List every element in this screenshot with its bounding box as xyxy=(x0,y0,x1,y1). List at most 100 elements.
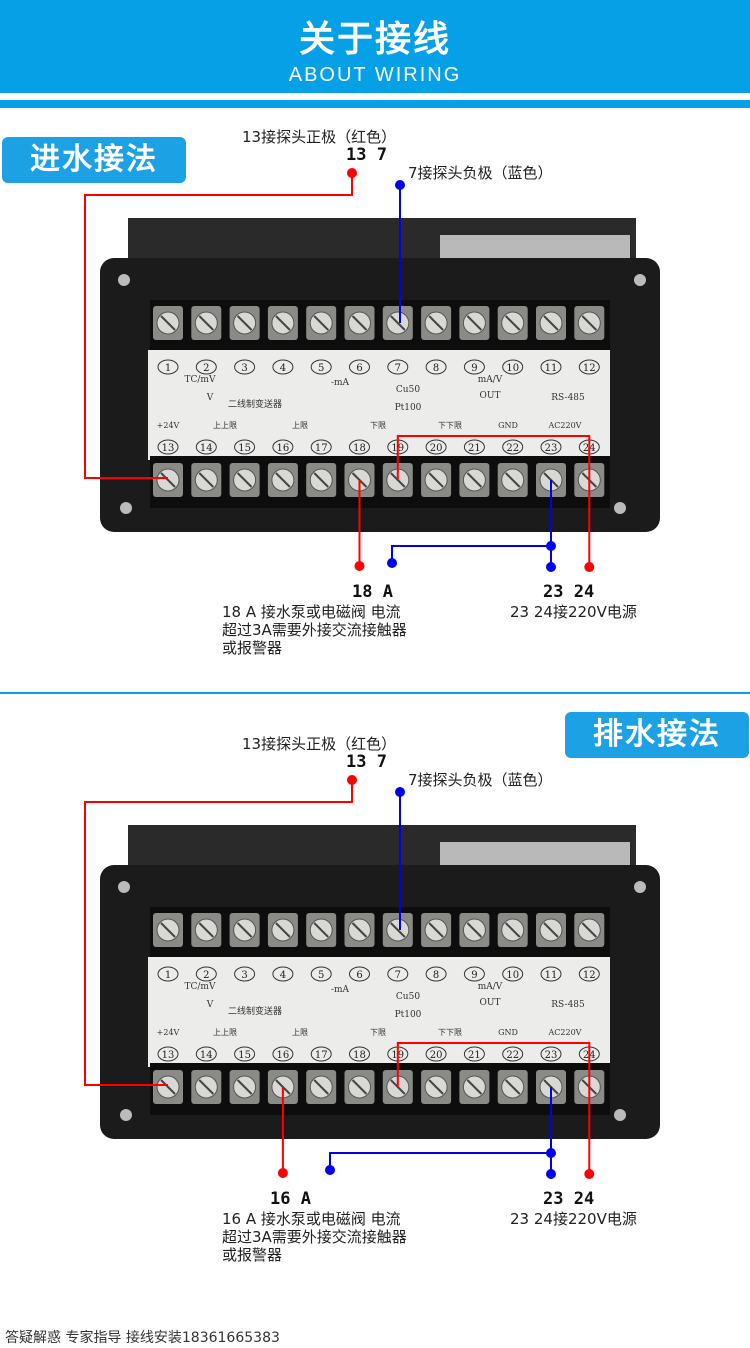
terminal-number: 17 xyxy=(315,1050,328,1061)
panel-label: RS-485 xyxy=(551,1000,585,1010)
terminal-number: 5 xyxy=(318,970,324,981)
output-desc-line2: 超过3A需要外接交流接触器 xyxy=(222,1228,407,1246)
wiring-diagram: 113214315416517618719820921102211231224T… xyxy=(84,775,660,1179)
panel-label: Pt100 xyxy=(395,403,422,413)
section-badge: 排水接法 xyxy=(565,712,749,758)
terminal-number: 16 xyxy=(277,443,290,454)
terminal-number: 2 xyxy=(203,970,209,981)
panel-label: 上上限 xyxy=(213,1028,237,1037)
terminal-number: 20 xyxy=(430,1050,443,1061)
wire-end-dot xyxy=(354,561,365,571)
terminal-number: 13 xyxy=(162,1050,175,1061)
terminal-number: 15 xyxy=(238,1050,251,1061)
screw-slot xyxy=(313,315,329,331)
terminal-label-panel xyxy=(148,350,610,460)
terminal-number-circle xyxy=(310,1046,332,1062)
screw-slot xyxy=(313,1079,329,1095)
probe-negative-label: 7接探头负极（蓝色） xyxy=(408,771,553,789)
terminal-number-circle xyxy=(578,966,600,982)
power-live-wire xyxy=(396,1042,591,1174)
screw-slot xyxy=(504,1079,521,1095)
terminal-number-circle xyxy=(540,439,562,455)
terminal-number: 10 xyxy=(506,970,519,981)
screw-slot xyxy=(236,315,253,331)
panel-label: mA/V xyxy=(478,375,503,385)
panel-label: 下下限 xyxy=(438,421,462,430)
terminal-number: 7 xyxy=(395,970,401,981)
screw-slot xyxy=(198,922,215,938)
screw-slot xyxy=(236,472,253,488)
terminal-number-circle xyxy=(425,1046,447,1062)
screw-slot xyxy=(581,922,598,938)
terminal-label-panel xyxy=(148,957,610,1067)
top-terminal-block xyxy=(150,300,610,352)
terminal-number-circle xyxy=(502,439,524,455)
screw-slot xyxy=(275,472,291,488)
screw-slot xyxy=(351,922,368,938)
screw-slot xyxy=(160,1079,176,1095)
terminal-number: 10 xyxy=(506,363,519,374)
screw-slot xyxy=(504,472,521,488)
wire-end-dot xyxy=(347,775,357,785)
terminal-number: 4 xyxy=(280,970,286,981)
screw-icon xyxy=(614,1109,626,1121)
probe-positive-label: 13接探头正极（红色） xyxy=(242,128,397,146)
terminal-number: 9 xyxy=(471,363,477,374)
terminal-number: 16 xyxy=(277,1050,290,1061)
panel-label: -mA xyxy=(331,378,350,388)
terminal-number-circle xyxy=(540,966,562,982)
panel-label: 上限 xyxy=(292,421,308,430)
panel-label: RS-485 xyxy=(551,393,585,403)
screw-slot xyxy=(275,922,291,938)
terminal-number-circle xyxy=(425,439,447,455)
terminal-number-circle xyxy=(195,966,217,982)
output-desc-line3: 或报警器 xyxy=(222,639,283,657)
terminal-number: 8 xyxy=(433,970,439,981)
wire-end-dot xyxy=(347,168,357,178)
terminal-number-circle xyxy=(540,1046,562,1062)
wire-end-dot xyxy=(584,1169,595,1179)
terminal-number-circle xyxy=(425,966,447,982)
panel-label: 下限 xyxy=(370,421,386,430)
screw-slot xyxy=(160,315,176,331)
page-subtitle: ABOUT WIRING xyxy=(288,64,462,86)
screw-slot xyxy=(428,315,444,331)
probe-terminal-numbers: 13 7 xyxy=(346,145,387,165)
wire-end-dot xyxy=(584,562,595,572)
screw-slot xyxy=(236,1079,253,1095)
terminal-number: 22 xyxy=(506,1050,519,1061)
terminal-number: 3 xyxy=(241,363,247,374)
output-desc-line1: 16 A 接水泵或电磁阀 电流 xyxy=(222,1210,401,1228)
panel-label: AC220V xyxy=(548,1028,582,1037)
header-divider xyxy=(0,100,750,108)
wire-end-dot xyxy=(387,558,397,568)
terminal-number-circle xyxy=(310,439,332,455)
panel-label: 下限 xyxy=(370,1028,386,1037)
terminal-number: 12 xyxy=(583,970,596,981)
bottom-terminal-block xyxy=(150,456,610,508)
terminal-number-circle xyxy=(272,359,294,375)
terminal-number-circle xyxy=(387,966,409,982)
terminal-number-circle xyxy=(463,439,485,455)
probe-positive-wire xyxy=(84,780,353,1086)
power-live-wire xyxy=(396,435,591,567)
wire-end-dot xyxy=(546,562,556,572)
panel-label: OUT xyxy=(480,391,501,401)
terminal-number: 1 xyxy=(165,970,171,981)
terminal-number-circle xyxy=(502,1046,524,1062)
panel-label: TC/mV xyxy=(185,982,216,992)
terminal-number-circle xyxy=(234,1046,256,1062)
screw-slot xyxy=(428,922,444,938)
terminal-number: 23 xyxy=(545,1050,558,1061)
wire-end-dot xyxy=(325,1165,335,1175)
screw-slot xyxy=(198,315,215,331)
screw-slot xyxy=(466,315,483,331)
terminal-number-circle xyxy=(310,966,332,982)
terminal-number-circle xyxy=(540,359,562,375)
wire-junction-dot xyxy=(546,1148,556,1158)
terminal-number-circle xyxy=(463,966,485,982)
screw-slot xyxy=(428,1079,444,1095)
wire-junction-dot xyxy=(546,541,556,551)
terminal-number-circle xyxy=(387,359,409,375)
screw-icon xyxy=(634,274,646,286)
